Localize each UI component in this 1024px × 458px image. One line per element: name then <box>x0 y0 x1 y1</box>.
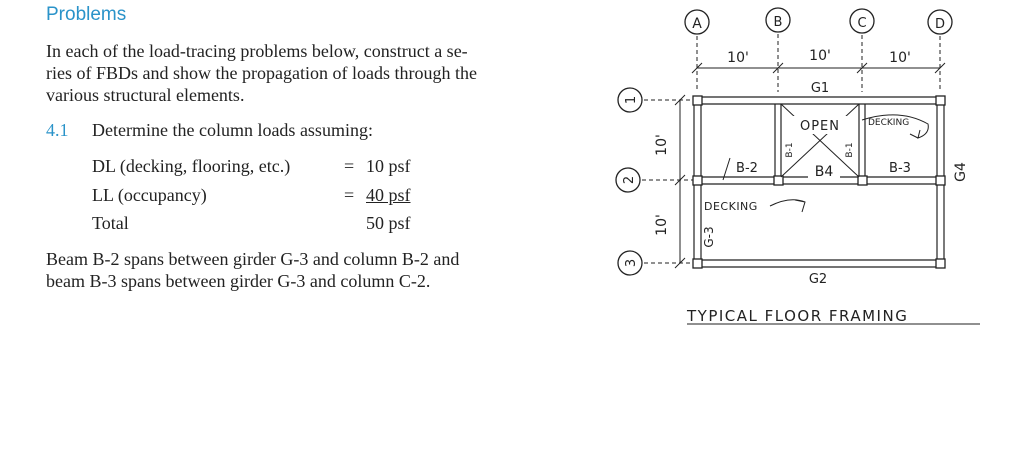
decking-label-left: DECKING <box>704 200 758 213</box>
grid-bubble-2 <box>615 167 641 193</box>
open-label-bg <box>788 116 852 134</box>
diagram-caption: TYPICAL FLOOR FRAMING <box>686 307 908 325</box>
dim-tick <box>772 62 784 74</box>
top-dim-label: 10' <box>809 48 831 64</box>
description-line: beam B-3 spans between girder G-3 and co… <box>46 271 431 291</box>
dim-tick <box>934 62 946 74</box>
g2-label: G2 <box>809 272 827 287</box>
grid-bubble-c <box>849 8 875 34</box>
column-d2 <box>935 175 946 186</box>
span-description: Beam B-2 spans between girder G-3 and co… <box>46 248 586 292</box>
b2-label: B-2 <box>736 161 758 176</box>
decking-label-right: DECKING <box>868 118 909 128</box>
grid-label-3: 3 <box>624 259 639 267</box>
floor-framing-diagram: A B C D 1 2 3 10' 10' 10' <box>615 7 980 325</box>
column-c2 <box>857 175 868 186</box>
load-eq-ll: = <box>344 185 355 205</box>
column-d3 <box>935 258 946 269</box>
load-value-ll: 40 psf <box>366 185 411 205</box>
intro-line: In each of the load-tracing problems bel… <box>46 41 468 61</box>
grid-label-d: D <box>935 17 945 32</box>
top-dim-label: 10' <box>727 50 749 66</box>
grid-bubble-b <box>765 7 791 33</box>
intro-paragraph: In each of the load-tracing problems bel… <box>46 40 576 106</box>
intro-line: various structural elements. <box>46 85 245 105</box>
column-d1 <box>935 95 946 106</box>
load-value-total: 50 psf <box>366 213 411 233</box>
grid-bubble-a <box>684 9 710 35</box>
side-dim-label: 10' <box>654 214 670 236</box>
b4-label-bg <box>808 161 840 181</box>
grid-label-2: 2 <box>622 176 637 184</box>
column-b2 <box>773 175 784 186</box>
open-label: OPEN <box>800 119 840 134</box>
dim-tick <box>691 62 703 74</box>
column-a3 <box>692 258 703 269</box>
grid-label-1: 1 <box>624 96 639 104</box>
column-bubbles: A B C D <box>684 7 953 35</box>
dim-tick <box>856 62 868 74</box>
grid-label-b: B <box>774 15 783 30</box>
side-dim-label: 10' <box>654 134 670 156</box>
description-line: Beam B-2 spans between girder G-3 and co… <box>46 249 460 269</box>
b1-label: B-1 <box>785 142 795 157</box>
dim-tick <box>674 174 686 186</box>
load-label-ll: LL (occupancy) <box>92 185 207 205</box>
dim-tick <box>674 94 686 106</box>
decking-arrow-right <box>861 114 929 139</box>
g3-label: G-3 <box>702 226 716 247</box>
top-dimension: 10' 10' 10' <box>691 48 946 74</box>
grid-bubble-d <box>927 9 953 35</box>
top-dim-label: 10' <box>889 50 911 66</box>
grid-lines <box>642 34 941 264</box>
load-value-dl: 10 psf <box>366 156 411 176</box>
grid-label-c: C <box>857 16 866 31</box>
g4-label: G4 <box>953 162 969 182</box>
load-eq-dl: = <box>344 156 355 176</box>
column-a1 <box>692 95 703 106</box>
column-a2 <box>692 175 703 186</box>
problem-number: 4.1 <box>46 120 69 140</box>
b3-label: B-3 <box>889 161 911 176</box>
grid-label-a: A <box>692 16 702 32</box>
b4-label: B4 <box>815 164 834 180</box>
load-label-dl: DL (decking, flooring, etc.) <box>92 156 291 176</box>
grid-bubble-3 <box>617 250 643 276</box>
intro-line: ries of FBDs and show the propagation of… <box>46 63 477 83</box>
b1-label: B-1 <box>845 142 855 157</box>
section-title: Problems <box>46 4 127 25</box>
side-dimension: 10' 10' <box>654 94 686 269</box>
dim-tick <box>674 257 686 269</box>
g1-label: G1 <box>811 81 829 96</box>
row-bubbles: 1 2 3 <box>615 87 643 276</box>
problem-statement: Determine the column loads assuming: <box>92 120 373 140</box>
load-label-total: Total <box>92 213 129 233</box>
decking-arrow-left <box>769 199 806 213</box>
b2-leader <box>722 157 731 181</box>
columns <box>692 95 946 269</box>
grid-bubble-1 <box>617 87 643 113</box>
